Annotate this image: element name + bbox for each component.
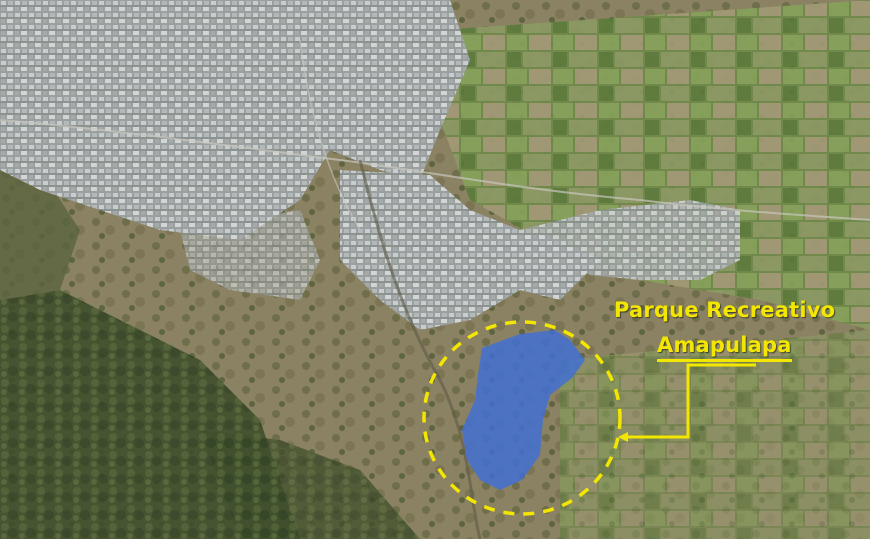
urban-area-southwest — [180, 210, 320, 300]
road-secondary — [299, 39, 361, 231]
hill-west — [0, 160, 80, 300]
river-line — [358, 159, 482, 539]
urban-area-east — [520, 200, 740, 280]
label-pointer-line — [622, 363, 756, 439]
fields-southeast — [560, 330, 870, 539]
urban-area-center — [340, 170, 600, 330]
urban-area-north — [0, 0, 470, 240]
fields-east — [440, 0, 870, 330]
park-area-polygon — [462, 330, 585, 490]
forest-area-south — [200, 430, 420, 539]
park-label-line1: Parque Recreativo — [614, 298, 836, 322]
park-highlight-circle — [422, 320, 622, 516]
label-pointer-arrowhead — [618, 432, 628, 442]
road-main — [0, 119, 870, 221]
park-label-line2: Amapulapa — [657, 333, 792, 362]
